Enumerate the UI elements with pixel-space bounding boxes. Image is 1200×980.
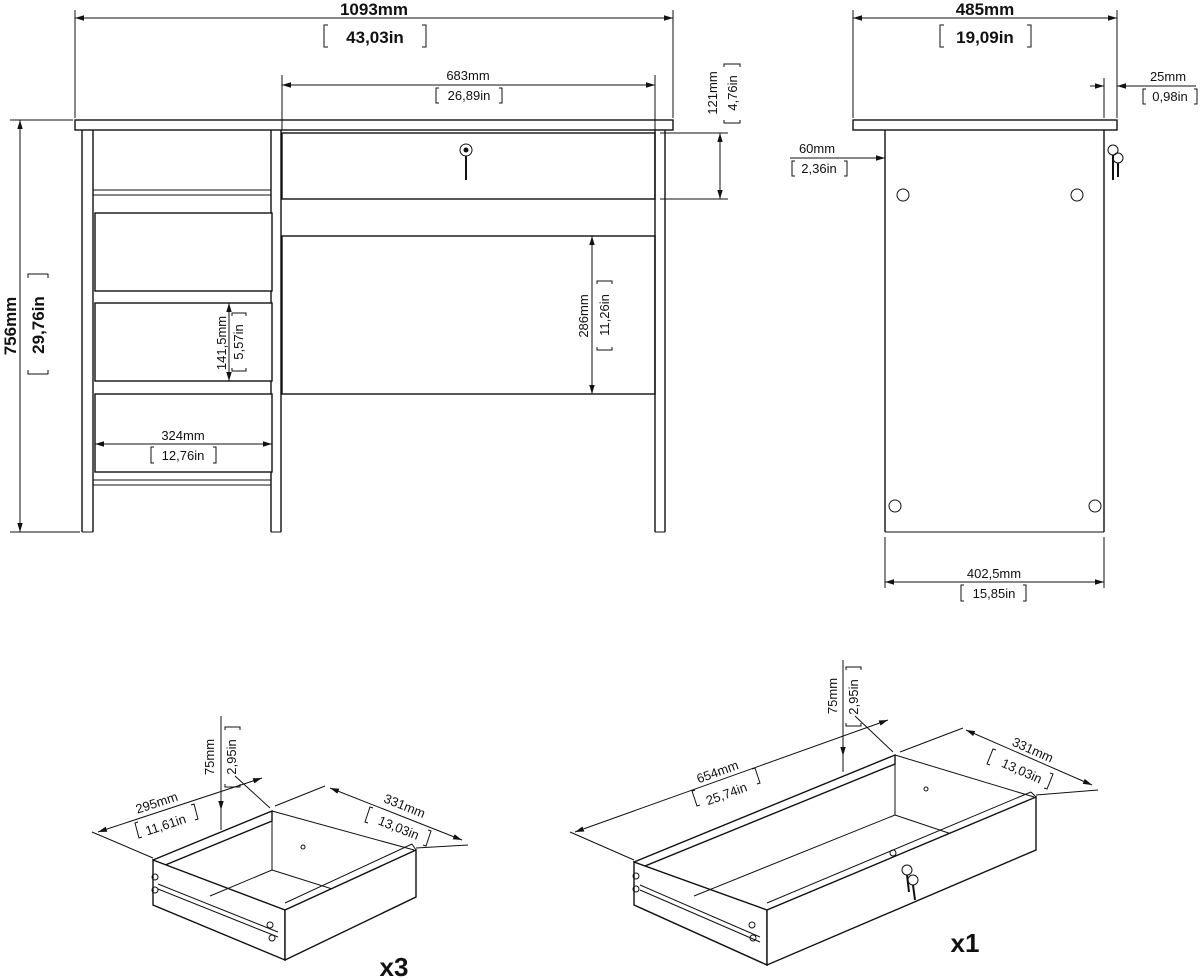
small-drawer-height-in: 2,95in (224, 739, 239, 774)
side-inner-depth-mm: 402,5mm (967, 566, 1021, 581)
large-drawer-width-mm: 654mm (695, 757, 741, 786)
desk-top (74, 119, 674, 131)
pedestal-drawer-height-in: 5,57in (231, 324, 246, 359)
side-overhang-in: 0,98in (1152, 89, 1187, 104)
large-drawer-qty: x1 (951, 928, 980, 958)
pedestal-drawer-2 (94, 302, 273, 382)
cam-hole (1070, 188, 1084, 202)
small-drawer-front (284, 848, 417, 962)
front-view: 1093mm 43,03in 683mm 26,89in 121mm 4,76i… (1, 0, 741, 533)
side-top (852, 119, 1118, 131)
lock-key-icon (889, 849, 919, 901)
cam-hole (888, 499, 902, 513)
side-overhang-mm: 25mm (1150, 69, 1186, 84)
side-offset-mm: 60mm (799, 141, 835, 156)
knee-height-in: 11,26in (597, 294, 612, 336)
pedestal-drawer-1 (94, 212, 273, 292)
center-drawer-height-mm: 121mm (705, 71, 720, 114)
side-view: 485mm 19,09in 25mm 0,98in 60mm 2,36in 40… (790, 0, 1198, 602)
center-drawer-width-mm: 683mm (446, 68, 489, 83)
pedestal-drawer-width-mm: 324mm (161, 428, 204, 443)
center-drawer-width-in: 26,89in (448, 88, 491, 103)
side-inner-depth-in: 15,85in (973, 586, 1016, 601)
cam-hole (1088, 499, 1102, 513)
key-icon (1107, 144, 1124, 180)
pedestal-drawer-width-in: 12,76in (162, 448, 205, 463)
small-drawer-iso: 75mm 2,95in 295mm 11,61in 331mm 13,03in … (91, 716, 469, 980)
front-height-mm: 756mm (1, 297, 20, 356)
large-drawer-height-in: 2,95in (846, 679, 861, 714)
front-width-in: 43,03in (346, 28, 404, 47)
front-height-in: 29,76in (29, 296, 48, 354)
large-drawer-iso: 75mm 2,95in 654mm 25,74in 331mm 13,03in … (569, 660, 1099, 967)
pedestal-drawer-height-mm: 141,5mm (214, 316, 229, 370)
center-drawer (281, 132, 656, 200)
cam-hole (896, 188, 910, 202)
front-width-mm: 1093mm (340, 0, 408, 19)
side-offset-in: 2,36in (801, 161, 836, 176)
side-depth-in: 19,09in (956, 28, 1014, 47)
center-drawer-height-in: 4,76in (725, 75, 740, 110)
small-drawer-height-mm: 75mm (202, 739, 217, 775)
pedestal-drawer-3 (94, 393, 273, 473)
large-drawer-height-mm: 75mm (825, 678, 840, 714)
lock-icon (459, 143, 473, 180)
knee-height-mm: 286mm (576, 294, 591, 337)
small-drawer-qty: x3 (380, 952, 409, 980)
large-drawer-front (766, 795, 1037, 967)
side-depth-mm: 485mm (956, 0, 1015, 19)
